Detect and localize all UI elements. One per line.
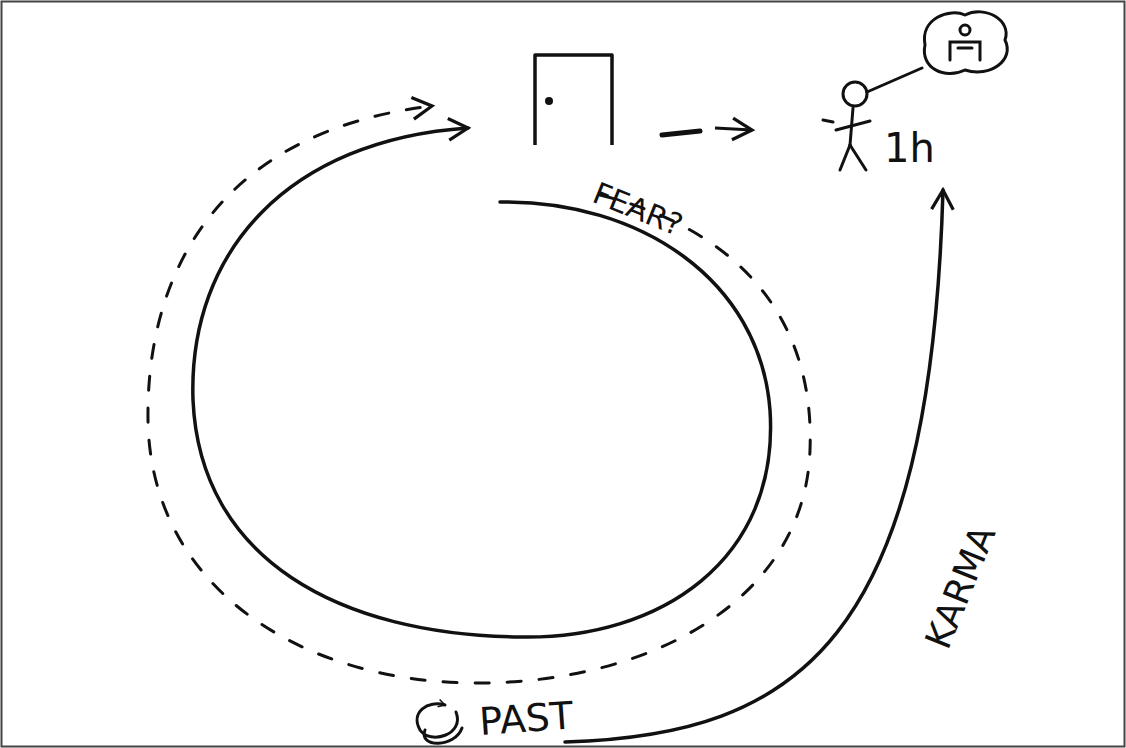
loop-arrow (193, 128, 771, 637)
time-note: 1h (884, 128, 935, 168)
door (535, 55, 612, 145)
door-knob (545, 97, 553, 105)
arrow-shaft (662, 131, 700, 135)
origin-label: PAST (478, 696, 574, 740)
cycle-icon (417, 704, 462, 743)
path-label: KARMA (920, 521, 1001, 653)
door-to-person-arrow (715, 128, 752, 130)
dashed-loop-arrow (148, 106, 810, 683)
karma-arrow (565, 190, 943, 742)
thought-bubble (924, 12, 1007, 74)
